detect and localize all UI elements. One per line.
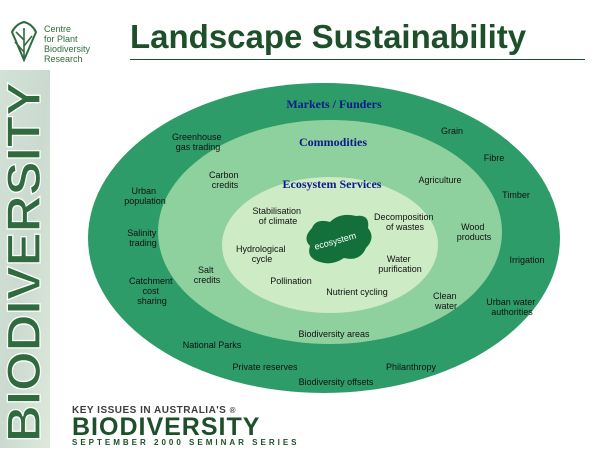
label-stabilisation-of-climate: Stabilisation of climate [252, 206, 303, 226]
label-philanthropy: Philanthropy [386, 362, 437, 372]
label-greenhouse-gas-trading: Greenhouse gas trading [172, 132, 224, 152]
label-irrigation: Irrigation [509, 255, 544, 265]
footer-kicker: KEY ISSUES IN AUSTRALIA'S ® [72, 405, 236, 416]
label-urban-water-authorities: Urban water authorities [486, 297, 538, 317]
label-salt-credits: Salt credits [194, 265, 221, 285]
label-private-reserves: Private reserves [232, 362, 298, 372]
label-fibre: Fibre [484, 153, 505, 163]
label-biodiversity-areas: Biodiversity areas [298, 329, 370, 339]
page-title: Landscape Sustainability [130, 18, 527, 55]
side-strip-text: BIODIVERSITY [0, 82, 50, 442]
label-wood-products: Wood products [457, 222, 492, 242]
logo-text: Centre for Plant Biodiversity Research [44, 24, 91, 64]
footer-series: SEPTEMBER 2000 SEMINAR SERIES [72, 438, 300, 447]
ecosystem-blob [306, 214, 372, 264]
label-nutrient-cycling: Nutrient cycling [326, 287, 388, 297]
centre-logo-icon [10, 20, 38, 62]
label-catchment-cost-sharing: Catchment cost sharing [129, 276, 175, 306]
label-national-parks: National Parks [183, 340, 242, 350]
label-water-purification: Water purification [378, 254, 422, 274]
label-timber: Timber [502, 190, 530, 200]
ring-title-commodities: Commodities [299, 135, 367, 149]
label-biodiversity-offsets: Biodiversity offsets [299, 377, 374, 387]
footer-brand: BIODIVERSITY [72, 413, 261, 441]
side-photo-strip: BIODIVERSITY [0, 70, 50, 448]
ring-title-ecosystem-services: Ecosystem Services [283, 177, 382, 191]
label-carbon-credits: Carbon credits [209, 170, 241, 190]
footer-kicker-text: KEY ISSUES IN AUSTRALIA'S [72, 405, 227, 416]
title-divider [130, 59, 585, 60]
label-salinity-trading: Salinity trading [127, 228, 159, 248]
label-grain: Grain [441, 126, 463, 136]
ring-title-markets: Markets / Funders [286, 97, 382, 111]
registered-mark: ® [229, 406, 237, 415]
label-hydrological-cycle: Hydrological cycle [236, 244, 288, 264]
label-clean-water: Clean water [433, 291, 459, 311]
label-decomposition-of-wastes: Decomposition of wastes [374, 212, 436, 232]
label-agriculture: Agriculture [418, 175, 461, 185]
label-urban-population: Urban population [124, 186, 166, 206]
label-pollination: Pollination [270, 276, 312, 286]
